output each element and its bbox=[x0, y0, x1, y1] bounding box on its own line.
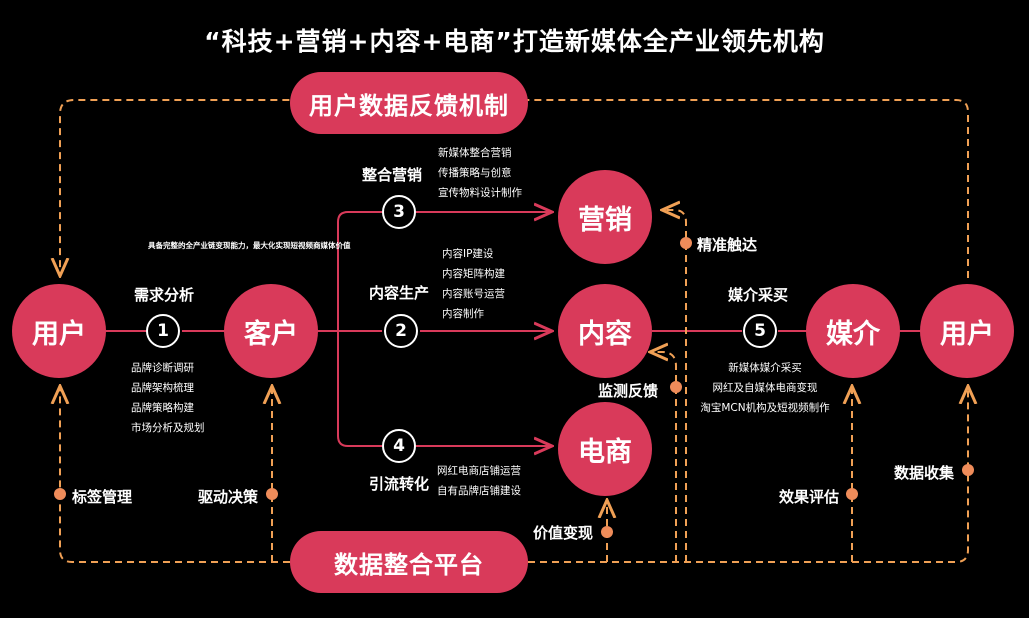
step-4-item: 网红电商店铺运营 bbox=[437, 465, 521, 477]
step-4-item: 自有品牌店铺建设 bbox=[437, 485, 521, 497]
node-content: 内容 bbox=[558, 284, 652, 378]
data-platform-bar: 数据整合平台 bbox=[290, 531, 528, 593]
dot-effect-eval bbox=[846, 488, 858, 500]
feedback-mechanism-bar: 用户数据反馈机制 bbox=[290, 72, 528, 134]
node-user-left: 用户 bbox=[12, 284, 106, 378]
step-5-badge: 5 bbox=[743, 314, 777, 348]
step-1-item: 市场分析及规划 bbox=[131, 422, 205, 434]
page-title: “科技+营销+内容+电商”打造新媒体全产业领先机构 bbox=[204, 27, 825, 56]
step-1-item: 品牌诊断调研 bbox=[131, 362, 194, 374]
node-client: 客户 bbox=[224, 284, 318, 378]
step-5-item: 淘宝MCN机构及短视频制作 bbox=[700, 402, 830, 414]
label-monitor-feedback: 监测反馈 bbox=[598, 382, 659, 400]
step-3-item: 新媒体整合营销 bbox=[438, 147, 512, 159]
step-1-label: 需求分析 bbox=[134, 286, 195, 304]
step-2-item: 内容制作 bbox=[442, 308, 484, 320]
step-4-badge: 4 bbox=[382, 429, 416, 463]
dot-value-realize bbox=[601, 526, 613, 538]
node-media: 媒介 bbox=[806, 284, 900, 378]
label-value-realize: 价值变现 bbox=[533, 524, 594, 542]
dot-monitor-feedback bbox=[670, 381, 682, 393]
node-ecommerce: 电商 bbox=[558, 402, 652, 496]
label-precise-reach: 精准触达 bbox=[697, 236, 758, 254]
step-3-badge: 3 bbox=[382, 195, 416, 229]
step-2-item: 内容账号运营 bbox=[442, 288, 505, 300]
step-1-badge: 1 bbox=[146, 314, 180, 348]
step-2-item: 内容矩阵构建 bbox=[442, 268, 505, 280]
step-2-details: 内容IP建设 内容矩阵构建 内容账号运营 内容制作 bbox=[442, 244, 505, 324]
step-2-badge: 2 bbox=[384, 314, 418, 348]
step-2-item: 内容IP建设 bbox=[442, 248, 494, 260]
step-5-details: 新媒体媒介采买 网红及自媒体电商变现 淘宝MCN机构及短视频制作 bbox=[700, 358, 830, 418]
step-5-item: 新媒体媒介采买 bbox=[728, 362, 802, 374]
step-5-item: 网红及自媒体电商变现 bbox=[712, 382, 818, 394]
label-drive-decision: 驱动决策 bbox=[198, 488, 259, 506]
step-3-item: 传播策略与创意 bbox=[438, 167, 512, 179]
label-effect-eval: 效果评估 bbox=[779, 488, 840, 506]
step-3-label: 整合营销 bbox=[362, 166, 423, 184]
step-4-details: 网红电商店铺运营 自有品牌店铺建设 bbox=[437, 461, 521, 501]
step-5-label: 媒介采买 bbox=[728, 286, 789, 304]
loop-marketing bbox=[662, 210, 687, 562]
dot-precise-reach bbox=[680, 237, 692, 249]
step-1-details: 品牌诊断调研 品牌架构梳理 品牌策略构建 市场分析及规划 bbox=[131, 358, 205, 438]
tagline: 具备完整的全产业链变现能力，最大化实现短视频商媒体价值 bbox=[148, 241, 351, 250]
node-user-right: 用户 bbox=[920, 284, 1014, 378]
label-tag-mgmt: 标签管理 bbox=[72, 488, 133, 506]
dot-data-collect bbox=[962, 464, 974, 476]
line-branch-to-step3 bbox=[337, 211, 382, 331]
dot-tag-mgmt bbox=[54, 488, 66, 500]
loop-bottom-right bbox=[528, 386, 968, 563]
loop-content bbox=[650, 352, 677, 562]
loop-bottom-left bbox=[60, 386, 290, 563]
step-2-label: 内容生产 bbox=[369, 284, 430, 302]
node-marketing: 营销 bbox=[558, 170, 652, 264]
dot-drive-decision bbox=[266, 488, 278, 500]
step-4-label: 引流转化 bbox=[369, 475, 430, 493]
step-3-details: 新媒体整合营销 传播策略与创意 宣传物料设计制作 bbox=[438, 143, 522, 203]
line-branch-to-step4 bbox=[337, 331, 382, 447]
step-1-item: 品牌架构梳理 bbox=[131, 382, 194, 394]
step-3-item: 宣传物料设计制作 bbox=[438, 187, 522, 199]
step-1-item: 品牌策略构建 bbox=[131, 402, 194, 414]
label-data-collect: 数据收集 bbox=[894, 464, 955, 482]
